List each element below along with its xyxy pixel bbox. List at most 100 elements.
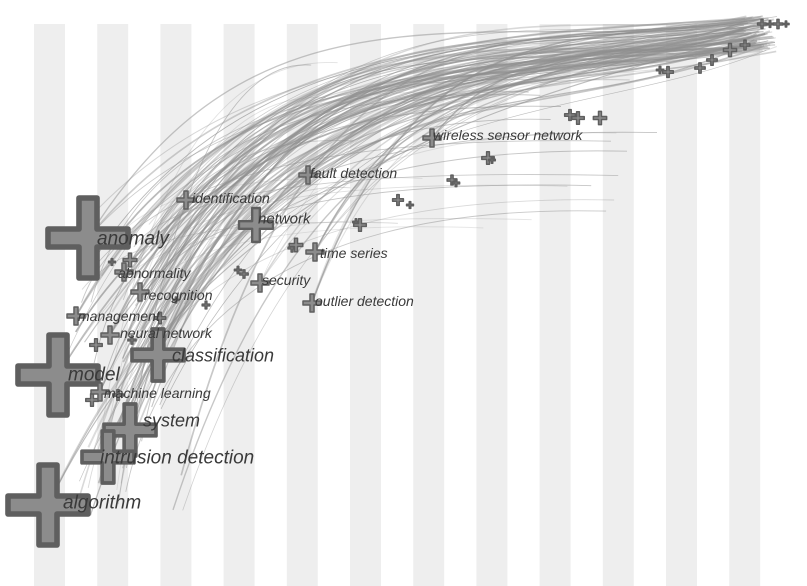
- minor-node-icon: [563, 108, 577, 122]
- node-outlier-detection: [302, 293, 322, 313]
- link-curve: [120, 176, 423, 234]
- link-curve: [133, 174, 619, 248]
- link-curve: [85, 19, 757, 272]
- link-curve: [156, 184, 568, 256]
- minor-node-icon: [570, 110, 586, 126]
- minor-node-icon: [89, 338, 103, 352]
- link-curve: [99, 62, 338, 442]
- link-curve: [81, 221, 398, 290]
- link-curve: [149, 92, 427, 293]
- node-management: [66, 306, 86, 326]
- link-curve: [111, 44, 771, 313]
- node-classification: [130, 327, 186, 383]
- link-curve: [158, 41, 776, 243]
- label-intrusion-detection: intrusion detection: [100, 448, 254, 469]
- minor-node-icon: [112, 389, 124, 401]
- node-identification: [176, 190, 196, 210]
- node-neural-network: [100, 325, 120, 345]
- minor-node-icon: [451, 178, 461, 188]
- label-system: system: [143, 410, 200, 430]
- minor-node-icon: [655, 65, 665, 75]
- minor-node-icon: [122, 252, 138, 268]
- link-curve: [180, 16, 752, 476]
- link-curve: [157, 22, 748, 356]
- link-curve: [314, 31, 773, 253]
- link-curve: [172, 18, 769, 511]
- label-time-series: time series: [320, 245, 388, 261]
- link-curve: [183, 35, 773, 305]
- link-curve: [259, 31, 744, 284]
- minor-node-icon: [706, 54, 718, 66]
- link-curve: [160, 23, 773, 410]
- minor-node-icon: [352, 217, 368, 233]
- link-curve: [90, 31, 759, 217]
- link-curve: [159, 23, 762, 406]
- label-classification: classification: [172, 345, 274, 365]
- link-curve: [116, 72, 538, 490]
- minor-node-icon: [487, 155, 497, 165]
- link-curve: [123, 24, 745, 273]
- node-algorithm: [5, 462, 91, 548]
- label-algorithm: algorithm: [63, 493, 141, 514]
- minor-node-icon: [405, 200, 415, 210]
- minor-keyword-nodes: [85, 18, 790, 407]
- year-stripe: [602, 24, 634, 586]
- link-curve: [87, 199, 615, 488]
- link-curve: [89, 39, 755, 516]
- minor-node-icon: [661, 65, 675, 79]
- year-stripe: [666, 24, 697, 586]
- label-model: model: [68, 365, 121, 386]
- link-curve: [125, 210, 607, 492]
- link-curve: [136, 40, 769, 357]
- link-curve: [121, 43, 767, 359]
- link-curve: [123, 18, 761, 341]
- label-abnormality: abnormality: [118, 265, 191, 281]
- link-curve: [122, 139, 354, 301]
- link-curve: [103, 23, 774, 451]
- link-curve: [121, 30, 771, 469]
- link-curve: [117, 79, 630, 505]
- link-curve: [101, 15, 747, 446]
- link-curve: [98, 97, 326, 485]
- link-curve: [93, 105, 562, 364]
- label-anomaly: anomaly: [97, 229, 170, 250]
- node-time-series: [305, 242, 325, 262]
- node-wireless-sensor-network: [422, 128, 442, 148]
- node-security: [250, 273, 270, 293]
- minor-node-icon: [481, 151, 495, 165]
- link-curve: [87, 18, 775, 448]
- link-curve: [150, 94, 541, 244]
- minor-node-icon: [107, 257, 117, 267]
- node-abnormality: [114, 262, 134, 282]
- minor-node-icon: [127, 335, 137, 345]
- node-anomaly: [45, 195, 131, 281]
- link-curve: [149, 44, 762, 252]
- link-curve: [47, 21, 747, 506]
- label-identification: identification: [192, 190, 270, 206]
- node-intrusion-detection: [80, 429, 136, 485]
- minor-node-icon: [201, 300, 211, 310]
- minor-node-icon: [172, 296, 180, 304]
- link-curve: [101, 24, 764, 277]
- minor-node-icon: [782, 20, 790, 28]
- link-curve: [122, 32, 751, 363]
- label-machine-learning: machine learning: [104, 385, 211, 401]
- link-curve: [311, 39, 758, 304]
- keyword-labels: anomaly model algorithm system intrusion det…: [63, 127, 583, 514]
- minor-node-icon: [233, 265, 243, 275]
- link-curve: [142, 97, 383, 359]
- node-fault-detection: [298, 165, 318, 185]
- minor-node-icon: [772, 18, 784, 30]
- link-curve: [99, 18, 765, 393]
- node-recognition: [130, 282, 150, 302]
- minor-node-icon: [694, 62, 706, 74]
- link-curve: [87, 51, 746, 239]
- label-recognition: recognition: [144, 287, 213, 303]
- minor-node-icon: [85, 393, 99, 407]
- link-curve: [81, 140, 612, 303]
- link-curve: [139, 184, 592, 304]
- link-curve: [118, 132, 617, 498]
- label-fault-detection: fault detection: [310, 165, 397, 181]
